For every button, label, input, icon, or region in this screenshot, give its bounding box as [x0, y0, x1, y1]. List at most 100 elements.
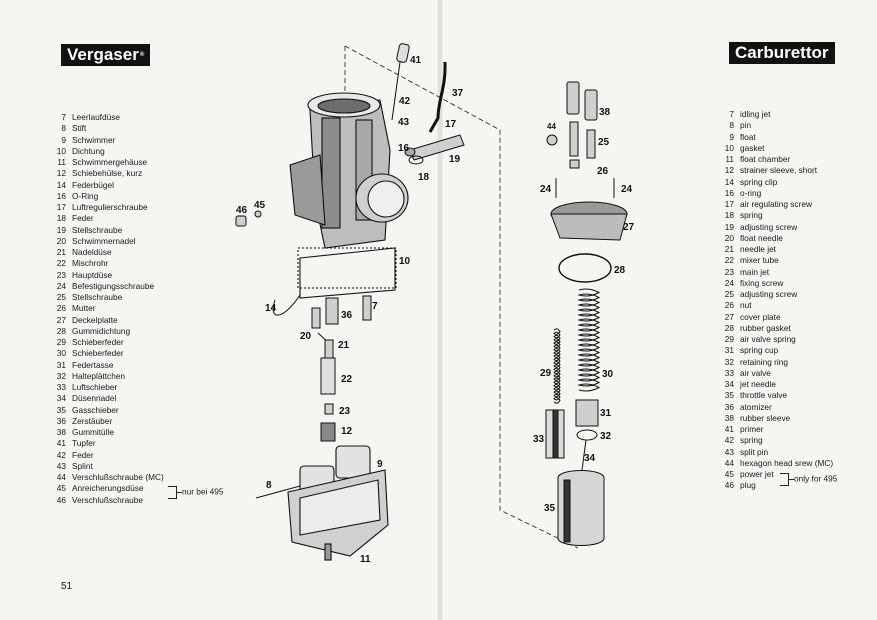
part-number: 17: [724, 199, 734, 209]
part-label: Verschlußschraube (MC): [72, 472, 164, 482]
callout-9: 9: [377, 459, 383, 470]
part-item: 29 air valve spring: [712, 334, 833, 345]
part-number: 23: [56, 269, 66, 280]
part-number: 31: [724, 345, 734, 356]
part-label: O-Ring: [72, 190, 99, 201]
callouts: 41 37 42 43 17 16 19 18 46 45 10 14 36 7…: [236, 55, 635, 565]
part-label: Gummidichtung: [72, 325, 131, 336]
callout-17: 17: [445, 119, 457, 130]
part-number: 21: [56, 247, 66, 257]
part-number: 33: [56, 382, 66, 392]
part-label: Schwimmernadel: [72, 235, 136, 246]
part-label: float: [740, 131, 756, 142]
callout-r31: 31: [600, 408, 612, 419]
part-label: retaining ring: [740, 356, 788, 367]
callout-45: 45: [254, 200, 266, 211]
page-number: 51: [61, 581, 73, 592]
callout-11: 11: [360, 554, 371, 565]
part-label: Feder: [72, 213, 94, 224]
part-number: 35: [56, 404, 66, 415]
part-label: air valve: [740, 367, 771, 378]
part-number: 29: [724, 334, 734, 344]
part-label: primer: [740, 424, 764, 434]
part-number: 21: [724, 244, 734, 254]
callout-23: 23: [339, 406, 351, 417]
part-item: 31 spring cup: [712, 345, 833, 356]
part-label: Luftschieber: [72, 382, 118, 392]
part-item: 32 retaining ring: [712, 357, 833, 368]
part-label: air valve spring: [740, 334, 796, 344]
part-number: 12: [724, 165, 734, 176]
callout-8: 8: [266, 480, 272, 491]
part-label: Stellschraube: [72, 292, 123, 302]
part-number: 33: [724, 367, 734, 378]
part-label: fixing screw: [740, 277, 784, 288]
part-label: hexagon head srew (MC): [740, 457, 834, 468]
part-number: 41: [56, 438, 66, 449]
part-number: 26: [56, 303, 66, 314]
part-label: Stellschraube: [72, 224, 123, 235]
part-number: 7: [729, 109, 734, 119]
part-number: 44: [724, 457, 734, 468]
bracket: [780, 473, 789, 486]
primer-part: [391, 43, 410, 121]
part-number: 32: [56, 370, 66, 381]
part-number: 46: [724, 480, 734, 491]
part-number: 46: [56, 494, 66, 505]
part-label: Düsennadel: [72, 393, 117, 404]
part-number: 42: [56, 449, 66, 460]
part-label: atomizer: [740, 401, 772, 412]
part-label: Halteplättchen: [72, 370, 126, 381]
callout-r33: 33: [533, 434, 545, 445]
part-number: 14: [724, 176, 734, 187]
part-number: 9: [61, 134, 66, 145]
part-label: spring cup: [740, 345, 779, 356]
callout-14: 14: [265, 303, 277, 314]
part-number: 26: [724, 300, 734, 311]
part-number: 32: [724, 356, 734, 367]
part-number: 43: [724, 446, 734, 457]
part-label: nut: [740, 300, 752, 311]
title-vergaser: Vergaser®: [61, 44, 151, 66]
part-label: adjusting screw: [740, 289, 798, 299]
part-number: 38: [724, 412, 734, 423]
part-label: Anreicherungsdüse: [72, 483, 144, 494]
part-item: 33 air valve: [712, 368, 833, 379]
part-label: Zerstäuber: [72, 415, 113, 426]
part-number: 22: [56, 258, 66, 269]
part-label: rubber gasket: [740, 322, 791, 333]
part-label: Stift: [72, 123, 87, 134]
callout-18: 18: [418, 172, 430, 183]
page-fold: [437, 0, 443, 620]
callout-r35: 35: [544, 503, 556, 514]
callout-19: 19: [449, 154, 461, 165]
note-german: nur bei 495: [168, 486, 224, 499]
